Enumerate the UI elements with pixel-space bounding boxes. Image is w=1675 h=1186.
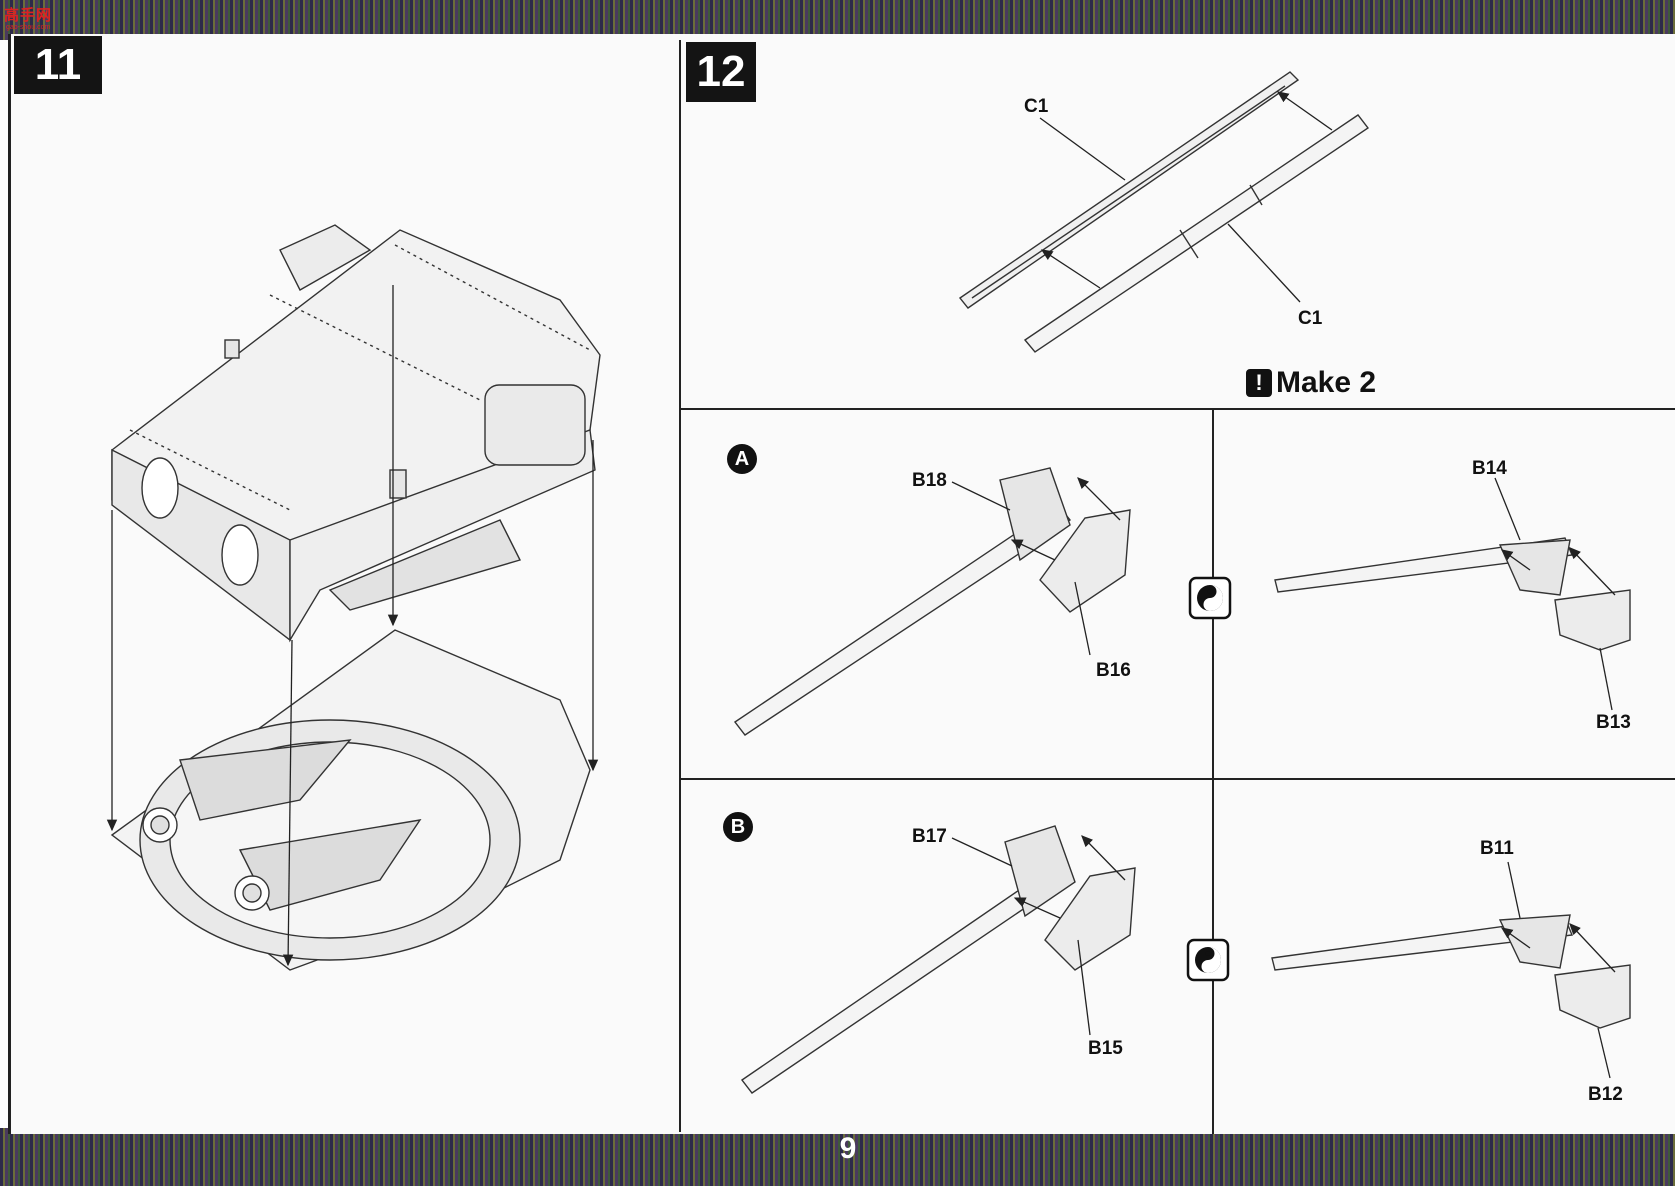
assembly-arrows-a-right [1494,477,1616,711]
site-logo-url: gao-shou.com [6,24,51,31]
substep-label-a: A [727,444,757,474]
page-left-border [8,34,11,1134]
exclamation-icon: ! [1246,369,1272,397]
assembly-arrows-a-left [951,477,1121,656]
part-label-b18: B18 [912,470,947,491]
center-divider [679,40,681,1132]
barrel-half-upper [958,71,1300,309]
yin-yang-icon [1188,576,1232,620]
part-label-b11: B11 [1480,838,1514,859]
page-number: 9 [839,1132,857,1165]
step-number-11: 11 [14,36,102,94]
part-label-c1-lower: C1 [1298,308,1323,329]
bottom-color-strip [0,1128,1675,1186]
part-label-b13: B13 [1596,712,1631,733]
site-logo: 高手网 [4,7,53,24]
make-quantity-text: Make 2 [1276,366,1377,399]
step-number-12: 12 [686,42,756,102]
gun-barrel-b-right [1271,914,1631,1029]
part-label-b16: B16 [1096,660,1131,681]
step12-top-arrows [1039,91,1333,303]
top-color-strip [0,0,1675,40]
step12-vertical-divider [1212,410,1214,1134]
part-label-b15: B15 [1088,1038,1123,1059]
turret-lower-base [110,629,591,971]
gun-barrel-b-left [740,825,1136,1094]
step11-assembly-arrows [106,285,599,967]
part-label-b17: B17 [912,826,947,847]
substep-label-b: B [723,812,753,842]
part-label-c1-upper: C1 [1024,96,1049,117]
yin-yang-icon [1186,938,1230,982]
gun-barrel-a-right [1274,537,1631,651]
gun-barrel-a-left [733,467,1131,736]
part-label-b14: B14 [1472,458,1507,479]
step12-top-divider [681,408,1675,410]
step12-middle-divider [681,778,1675,780]
make-quantity-note: ! Make 2 [1246,366,1376,400]
part-label-b12: B12 [1588,1084,1623,1105]
assembly-arrows-b-left [951,835,1126,1036]
assembly-arrows-b-right [1500,861,1616,1079]
barrel-half-lower [1023,114,1370,353]
turret-upper-housing [111,224,601,643]
